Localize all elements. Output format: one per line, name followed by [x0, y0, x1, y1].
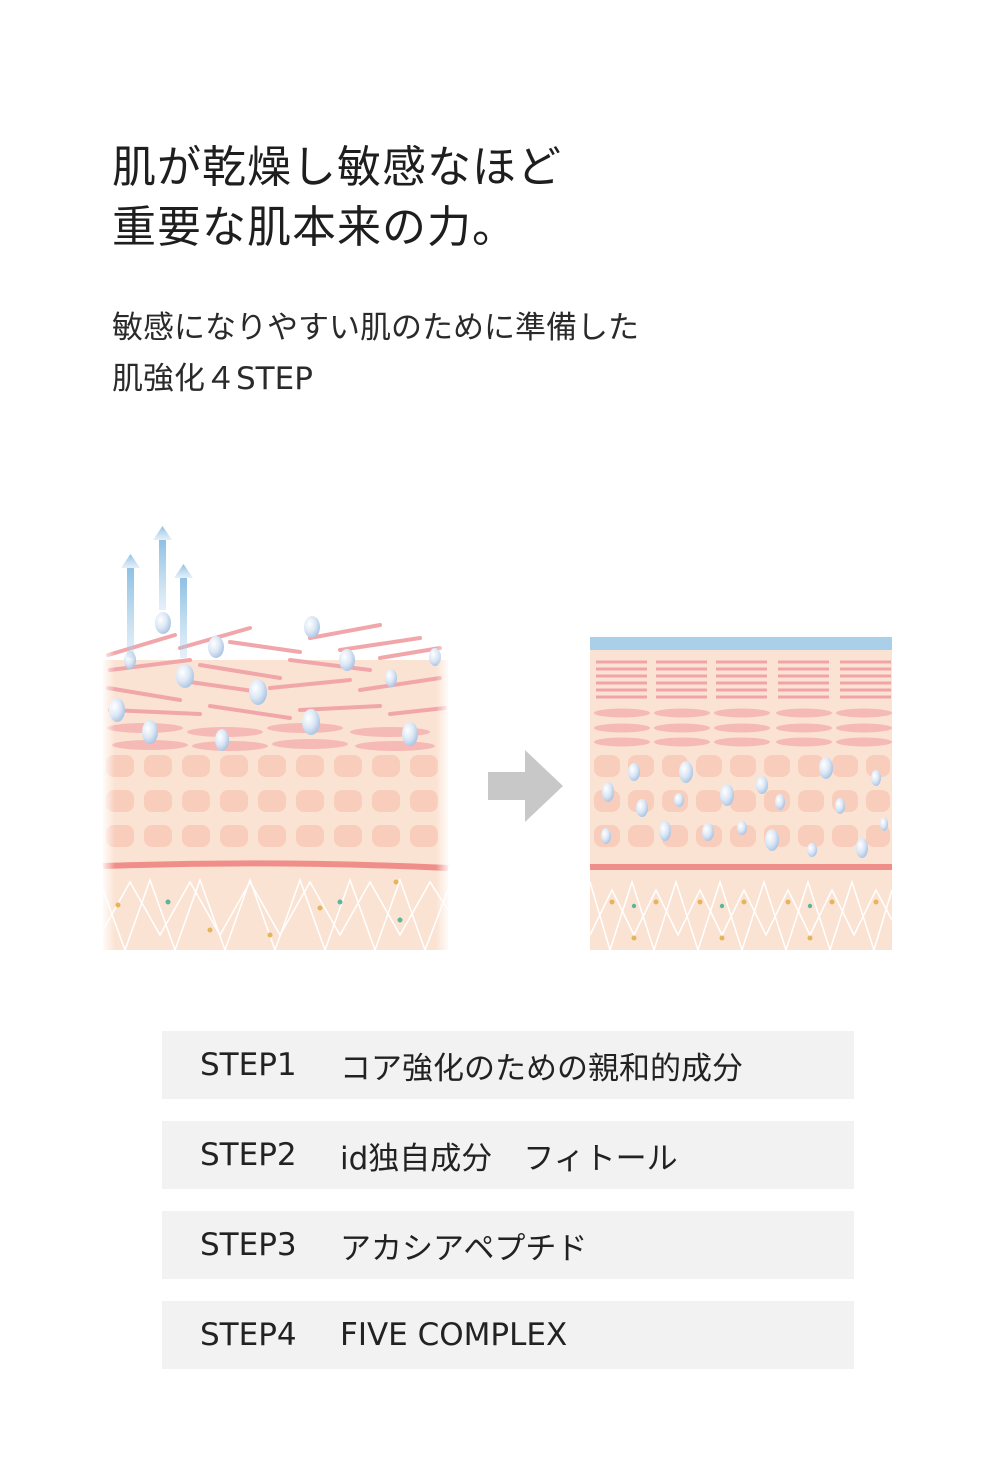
- healthy-skin-panel: [589, 637, 893, 953]
- step-item-4: STEP4 FIVE COMPLEX: [162, 1301, 854, 1369]
- step-number: STEP1: [200, 1047, 297, 1083]
- skin-comparison-illustration: [102, 526, 893, 955]
- subheadline-line-1: 敏感になりやすい肌のために準備した: [112, 310, 639, 346]
- headline: 肌が乾燥し敏感なほど 重要な肌本来の力。: [112, 138, 562, 258]
- step-number: STEP3: [200, 1227, 297, 1263]
- headline-line-2: 重要な肌本来の力。: [112, 202, 517, 253]
- evaporation-arrow-icon: [121, 526, 193, 658]
- cell-grid-left: [106, 755, 438, 847]
- step-label: コア強化のための親和的成分: [340, 1050, 743, 1087]
- step-number: STEP4: [200, 1317, 297, 1353]
- subheadline-line-2: 肌強化４STEP: [112, 361, 313, 397]
- step-item-1: STEP1 コア強化のための親和的成分: [162, 1031, 854, 1099]
- headline-line-1: 肌が乾燥し敏感なほど: [112, 142, 562, 193]
- subheadline: 敏感になりやすい肌のために準備した 肌強化４STEP: [112, 303, 639, 405]
- step-list: STEP1 コア強化のための親和的成分 STEP2 id独自成分 フィトール S…: [162, 1031, 854, 1391]
- step-label: id独自成分 フィトール: [340, 1140, 678, 1177]
- dry-skin-panel: [102, 526, 449, 955]
- right-arrow-icon: [488, 750, 563, 822]
- step-label: アカシアペプチド: [340, 1230, 588, 1267]
- step-label: FIVE COMPLEX: [340, 1317, 568, 1353]
- moisture-barrier: [590, 637, 892, 650]
- dermis-right: [589, 879, 893, 953]
- water-drop-icon: [601, 757, 888, 858]
- cell-grid-right: [594, 755, 890, 847]
- basement-membrane-left: [102, 860, 449, 871]
- dermis-left: [102, 877, 449, 953]
- step-item-2: STEP2 id独自成分 フィトール: [162, 1121, 854, 1189]
- step-item-3: STEP3 アカシアペプチド: [162, 1211, 854, 1279]
- water-drop-icon: [109, 612, 441, 751]
- step-number: STEP2: [200, 1137, 297, 1173]
- healthy-stratum-layer: [596, 660, 891, 699]
- damaged-stratum-layer: [106, 623, 447, 720]
